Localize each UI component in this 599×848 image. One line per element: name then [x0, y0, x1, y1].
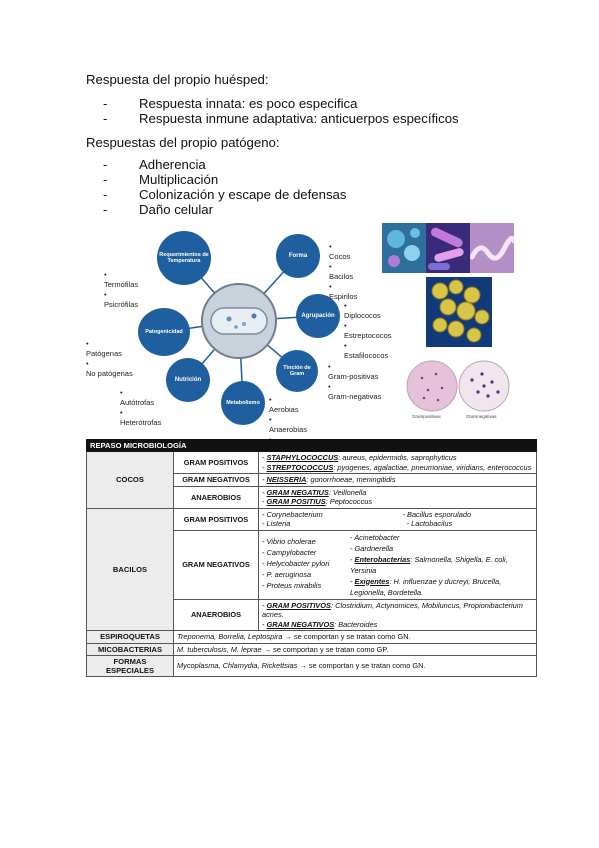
espiroquetas-label: ESPIROQUETAS [86, 630, 174, 644]
bacilos-anaerobios-label: ANAEROBIOS [173, 598, 259, 631]
spirilla-illustration [470, 223, 514, 273]
cocci-illustration [382, 223, 426, 273]
gram-positive-illustration [406, 360, 458, 412]
bacteria-image-cocci [382, 223, 426, 273]
microbiology-review-table: REPASO MICROBIOLOGÍA COCOS GRAM POSITIVO… [86, 439, 537, 677]
table-row: BACILOS GRAM POSITIVOS - Corynebacterium… [86, 507, 537, 631]
host-item-1: -Respuesta innata: es poco especifica [103, 96, 358, 111]
formas-especiales-label: FORMAS ESPECIALES [86, 655, 174, 677]
pathogen-item-1: -Adherencia [103, 157, 206, 172]
table-row: COCOS GRAM POSITIVOS - STAPHYLOCOCCUS: a… [86, 451, 537, 509]
list-nutricion: • Autótrofas • Heterótrofas [120, 388, 162, 427]
pathogen-item-3: -Colonización y escape de defensas [103, 187, 347, 202]
bacilos-label: BACILOS [86, 507, 174, 631]
bacilos-anaerobios-value: - GRAM POSITIVOS: Clostridium, Actynomic… [258, 598, 537, 631]
pathogen-item-4: -Daño celular [103, 202, 214, 217]
gram-positive-caption: Grampositivas [412, 414, 441, 419]
list-patogenicidad: • Patógenas • No patógenas [86, 339, 133, 378]
formas-especiales-value: Mycoplasma, Chlamydia, Rickettsias → se … [173, 655, 537, 677]
table-title: REPASO MICROBIOLOGÍA [86, 439, 537, 452]
espiroquetas-value: Treponema, Borrelia, Leptospira → se com… [173, 630, 537, 644]
node-tincion: Tinción de Gram [276, 350, 318, 392]
gram-negative-illustration [458, 360, 510, 412]
micobacterias-label: MICOBACTERIAS [86, 642, 174, 656]
staphylococci-illustration [426, 277, 492, 347]
cocos-gram-neg-value: - NEISSERIA: gonorrhoeae, meningitidis [258, 473, 537, 487]
bacteria-image-staphylococci [426, 277, 492, 347]
cocos-label: COCOS [86, 451, 174, 509]
bacilos-gram-pos-label: GRAM POSITIVOS [173, 507, 259, 531]
host-item-2: -Respuesta inmune adaptativa: anticuerpo… [103, 111, 459, 126]
bacteria-image-bacilli [426, 223, 470, 273]
cocos-anaerobios-label: ANAEROBIOS [173, 485, 259, 509]
cocos-anaerobios-value: - GRAM NEGATIUS: Veillonella - GRAM POSI… [258, 485, 537, 509]
micobacterias-value: M. tuberculosis, M. leprae → se comporta… [173, 642, 537, 656]
node-agrupacion: Agrupación [296, 294, 340, 338]
table-row: FORMAS ESPECIALES Mycoplasma, Chlamydia,… [86, 655, 537, 677]
list-forma: • Cocos • Bacilos • Espirilos [329, 242, 358, 301]
node-nutricion: Nutrición [166, 358, 210, 402]
diagram-connectors [163, 255, 319, 404]
table-row: GRAM NEGATIVOS - NEISSERIA: gonorrhoeae,… [87, 473, 537, 487]
node-metabolismo: Metabolismo [221, 381, 265, 425]
list-agrupacion: • Diplococos • Estreptococos • Estafiloc… [344, 301, 392, 360]
bacilli-illustration [426, 223, 470, 273]
node-temperatura: Requerimientos de Temperatura [157, 231, 211, 285]
bacilos-gram-neg-value: - Vibrio cholerae - Campylobacter - Hely… [258, 529, 537, 600]
table-row: GRAM NEGATIVOS - Vibrio cholerae - Campy… [87, 529, 537, 600]
bacilos-gram-pos-value: - Corynebacterium- Listeria - Bacillus e… [258, 507, 537, 531]
host-response-heading: Respuesta del propio huésped: [86, 72, 269, 87]
table-row: MICOBACTERIAS M. tuberculosis, M. leprae… [86, 642, 537, 656]
bacilos-gram-neg-label: GRAM NEGATIVOS [173, 529, 259, 600]
bacteria-image-spirilla [470, 223, 514, 273]
pathogen-item-2: -Multiplicación [103, 172, 219, 187]
node-patogenicidad: Patogenicidad [138, 308, 190, 356]
pathogen-response-heading: Respuestas del propio patógeno: [86, 135, 280, 150]
list-tincion: • Gram-positivas • Gram-negativas [328, 362, 382, 401]
cocos-gram-neg-label: GRAM NEGATIVOS [173, 473, 259, 487]
gram-negative-plate [458, 360, 510, 412]
table-row: ANAEROBIOS - GRAM POSITIVOS: Clostridium… [87, 598, 537, 631]
gram-negative-caption: Gramnegativas [466, 414, 497, 419]
list-temperatura: • Termófilas • Psicrófilas [104, 270, 139, 309]
bacteria-classification-diagram: Requerimientos de Temperatura Forma Agru… [84, 228, 406, 454]
gram-positive-plate [406, 360, 458, 412]
node-forma: Forma [276, 234, 320, 278]
cocos-gram-pos-label: GRAM POSITIVOS [173, 451, 259, 474]
table-row: ESPIROQUETAS Treponema, Borrelia, Leptos… [86, 630, 537, 644]
cocos-gram-pos-value: - STAPHYLOCOCCUS: aureus, epidermidis, s… [258, 451, 537, 474]
